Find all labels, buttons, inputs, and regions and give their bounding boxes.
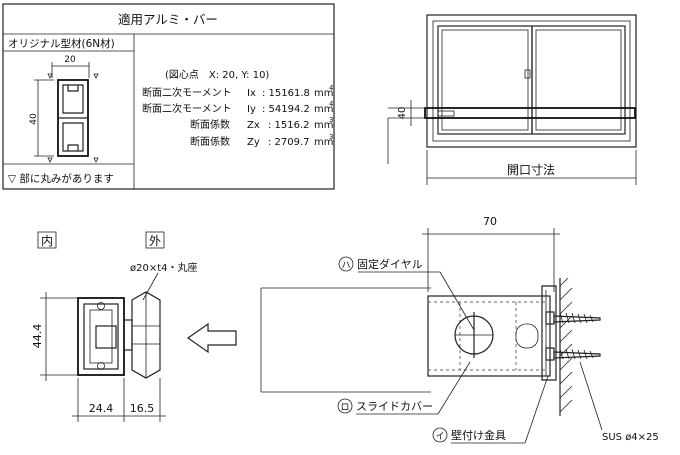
wall-screw bbox=[545, 311, 601, 325]
height-44-dim: 44.4 bbox=[31, 324, 44, 349]
svg-text:Iy: Iy bbox=[247, 104, 256, 115]
callout-ro-badge bbox=[337, 398, 353, 414]
svg-text:mm: mm bbox=[314, 120, 333, 131]
property-row: 断面二次モーメント Ix : 15161.8 mm 4 bbox=[142, 84, 334, 99]
svg-text:3: 3 bbox=[329, 133, 333, 141]
wall-bracket-label: 壁付け金具 bbox=[451, 428, 506, 442]
property-row: 断面二次モーメント Iy : 54194.2 mm 4 bbox=[142, 100, 334, 115]
spec-title: 適用アルミ・バー bbox=[118, 12, 218, 27]
fixing-dial-label: 固定ダイヤル bbox=[357, 257, 423, 271]
slide-cover-label: スライドカバー bbox=[356, 400, 433, 413]
svg-text:: 15161.8: : 15161.8 bbox=[262, 88, 310, 99]
opening-size-label: 開口寸法 bbox=[507, 163, 555, 177]
property-row: 断面係数 Zy : 2709.7 mm 3 bbox=[190, 133, 333, 148]
callout-i-mark: イ bbox=[435, 432, 444, 442]
bar-height-dim: 40 bbox=[397, 107, 408, 120]
profile-section-drawing: 20 40 bbox=[29, 55, 99, 163]
section-detail: 70 bbox=[260, 215, 659, 444]
svg-text:断面二次モーメント: 断面二次モーメント bbox=[142, 102, 232, 115]
callout-ha-mark: ハ bbox=[341, 261, 350, 271]
rounded-corner-mark bbox=[47, 157, 53, 163]
screw-spec-label: SUS ø4×25 bbox=[602, 432, 659, 443]
svg-text:: 54194.2: : 54194.2 bbox=[262, 104, 310, 115]
svg-text:断面係数: 断面係数 bbox=[190, 118, 230, 131]
wall-screw bbox=[545, 347, 601, 361]
callout-i-badge bbox=[432, 427, 448, 443]
centroid-point: (図心点 X: 20, Y: 10) bbox=[165, 69, 269, 81]
svg-text:: 2709.7: : 2709.7 bbox=[268, 137, 310, 148]
svg-text:4: 4 bbox=[329, 84, 334, 92]
rounded-note: ▽ 部に丸みがあります bbox=[8, 172, 114, 185]
profile-height-dim: 40 bbox=[29, 113, 39, 125]
svg-text:: 1516.2: : 1516.2 bbox=[268, 120, 310, 131]
rounded-corner-mark bbox=[93, 157, 99, 163]
svg-text:Ix: Ix bbox=[247, 88, 256, 99]
callout-ro-mark: ロ bbox=[340, 403, 349, 413]
spec-table: 適用アルミ・バー オリジナル型材(6N材) ▽ 部に丸みがあります 20 40 … bbox=[2, 3, 335, 190]
width-70-dim: 70 bbox=[483, 215, 497, 228]
width-16-dim: 16.5 bbox=[130, 402, 155, 415]
svg-text:3: 3 bbox=[329, 116, 333, 124]
svg-text:mm: mm bbox=[314, 88, 333, 99]
aluminum-bar bbox=[424, 107, 636, 119]
svg-text:断面係数: 断面係数 bbox=[190, 135, 230, 148]
inside-label: 内 bbox=[41, 234, 53, 248]
svg-text:mm: mm bbox=[314, 137, 333, 148]
outside-label: 外 bbox=[149, 234, 161, 248]
svg-text:Zy: Zy bbox=[247, 137, 260, 148]
direction-arrow-icon bbox=[186, 322, 237, 354]
svg-text:4: 4 bbox=[329, 100, 334, 108]
svg-text:断面二次モーメント: 断面二次モーメント bbox=[142, 86, 232, 99]
rounded-corner-mark bbox=[93, 73, 99, 79]
svg-text:mm: mm bbox=[314, 104, 333, 115]
profile-width-dim: 20 bbox=[64, 55, 76, 65]
callout-ha-badge bbox=[338, 256, 354, 272]
svg-text:Zx: Zx bbox=[247, 120, 260, 131]
width-24-dim: 24.4 bbox=[89, 402, 114, 415]
rounded-corner-mark bbox=[47, 73, 53, 79]
property-row: 断面係数 Zx : 1516.2 mm 3 bbox=[190, 116, 333, 131]
washer-label: ø20×t4・丸座 bbox=[130, 261, 198, 274]
window-elevation: 40 開口寸法 bbox=[387, 14, 637, 185]
section-label: オリジナル型材(6N材) bbox=[8, 37, 115, 50]
side-detail: 内 外 ø20×t4・丸座 44.4 24.4 16.5 bbox=[31, 231, 237, 422]
